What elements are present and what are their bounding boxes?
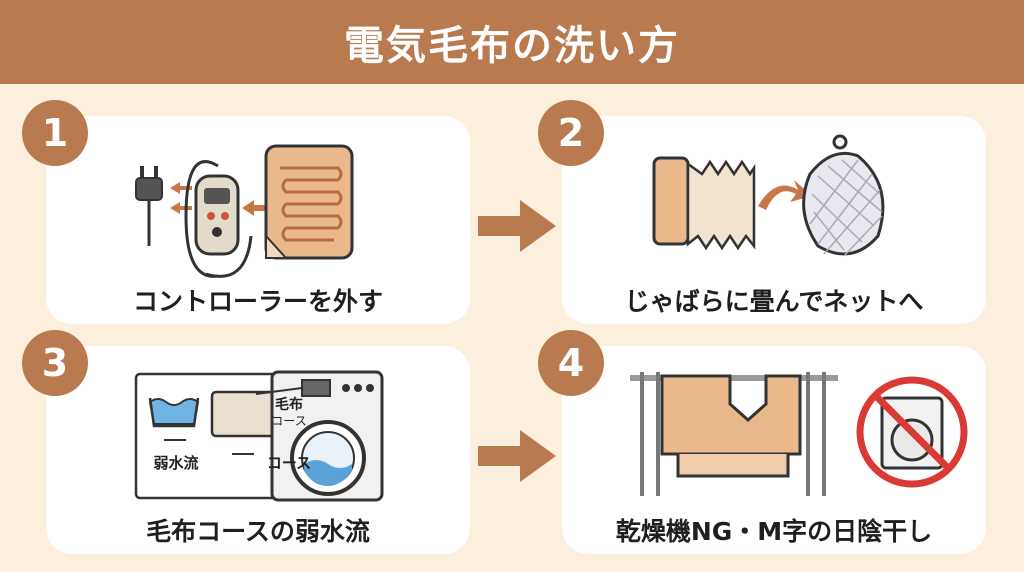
- power-plug-icon: [135, 166, 163, 246]
- unplug-controller-illustration: [135, 144, 354, 278]
- electric-blanket-icon: [264, 144, 354, 260]
- washing-machine-icon: [270, 370, 384, 502]
- step-number-1: 1: [22, 100, 88, 166]
- course-label: コース: [266, 454, 312, 472]
- washer-panel-illustration: [134, 370, 384, 502]
- pull-arrow-icon: [170, 182, 192, 214]
- m-shaped-blanket-icon: [660, 374, 802, 478]
- step-caption-2: じゃばらに畳んでネットへ: [624, 287, 924, 316]
- detach-arrow-icon: [242, 200, 266, 216]
- no-dryer-icon: [856, 376, 968, 488]
- step-card-1: コントローラーを外す: [46, 116, 470, 324]
- flow-arrow-right-top-icon: [478, 200, 556, 252]
- course-button-label-1: 毛布: [275, 397, 303, 413]
- flow-arrow-right-bottom-icon: [478, 430, 556, 482]
- step-caption-3: 毛布コースの弱水流: [146, 517, 370, 546]
- step-number-4: 4: [538, 330, 604, 396]
- step-number-2: 2: [538, 100, 604, 166]
- laundry-net-icon: [802, 134, 885, 257]
- step-caption-4: 乾燥機NG・M字の日陰干し: [615, 517, 933, 546]
- fold-into-net-illustration: [652, 134, 885, 257]
- step-caption-1: コントローラーを外す: [132, 287, 383, 316]
- course-button-label-2: コース: [271, 414, 307, 428]
- folded-blanket-icon: [652, 156, 756, 251]
- water-flow-label: 弱水流: [153, 454, 199, 472]
- shade-dry-illustration: [630, 372, 968, 496]
- curved-arrow-icon: [758, 180, 812, 210]
- page-title: 電気毛布の洗い方: [344, 23, 680, 69]
- header-banner: 電気毛布の洗い方: [0, 0, 1024, 84]
- pointer-line: [255, 387, 303, 395]
- step-card-4: 乾燥機NG・M字の日陰干し: [562, 346, 986, 554]
- weak-water-flow-icon: [148, 397, 200, 441]
- step-number-3: 3: [22, 330, 88, 396]
- step-card-3: 弱水流 毛布 コース コース 毛布コースの弱水流: [46, 346, 470, 554]
- step-card-2: じゃばらに畳んでネットへ: [562, 116, 986, 324]
- controller-icon: [184, 160, 253, 278]
